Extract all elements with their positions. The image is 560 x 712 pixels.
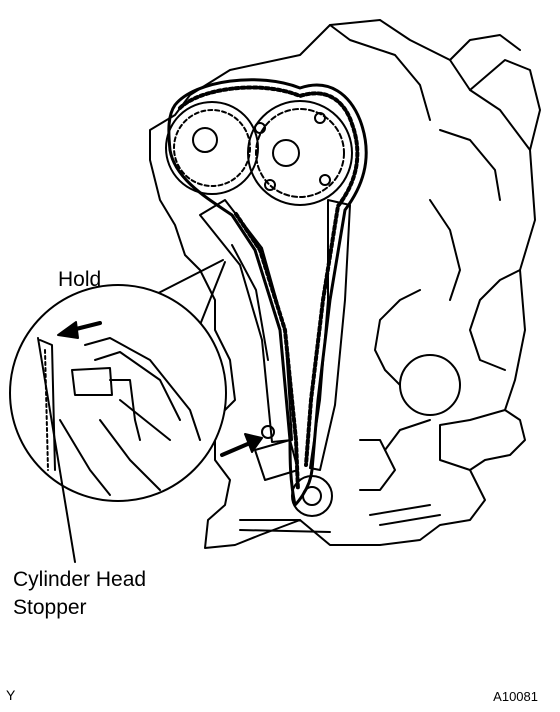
stopper-label-line2: Stopper [13,596,87,619]
intake-cam-sprocket [247,100,353,206]
tensioner-arrow-icon [220,433,263,457]
figure-code: A10081 [493,689,538,704]
hold-arrow-icon [57,321,102,339]
engine-block [149,19,541,549]
stopper-leader-line [37,337,76,563]
crankshaft-sprocket [291,475,333,517]
chain-tensioner-body [254,425,299,481]
hold-label: Hold [58,268,102,291]
chain-tensioner-slipper [199,199,293,443]
stopper-label-line1: Cylinder Head [13,568,147,591]
chain-damper [309,199,351,471]
oil-pump-housing [359,289,461,491]
detail-magnifier [9,259,227,502]
corner-mark: Y [6,687,16,703]
exhaust-cam-sprocket [165,101,259,195]
